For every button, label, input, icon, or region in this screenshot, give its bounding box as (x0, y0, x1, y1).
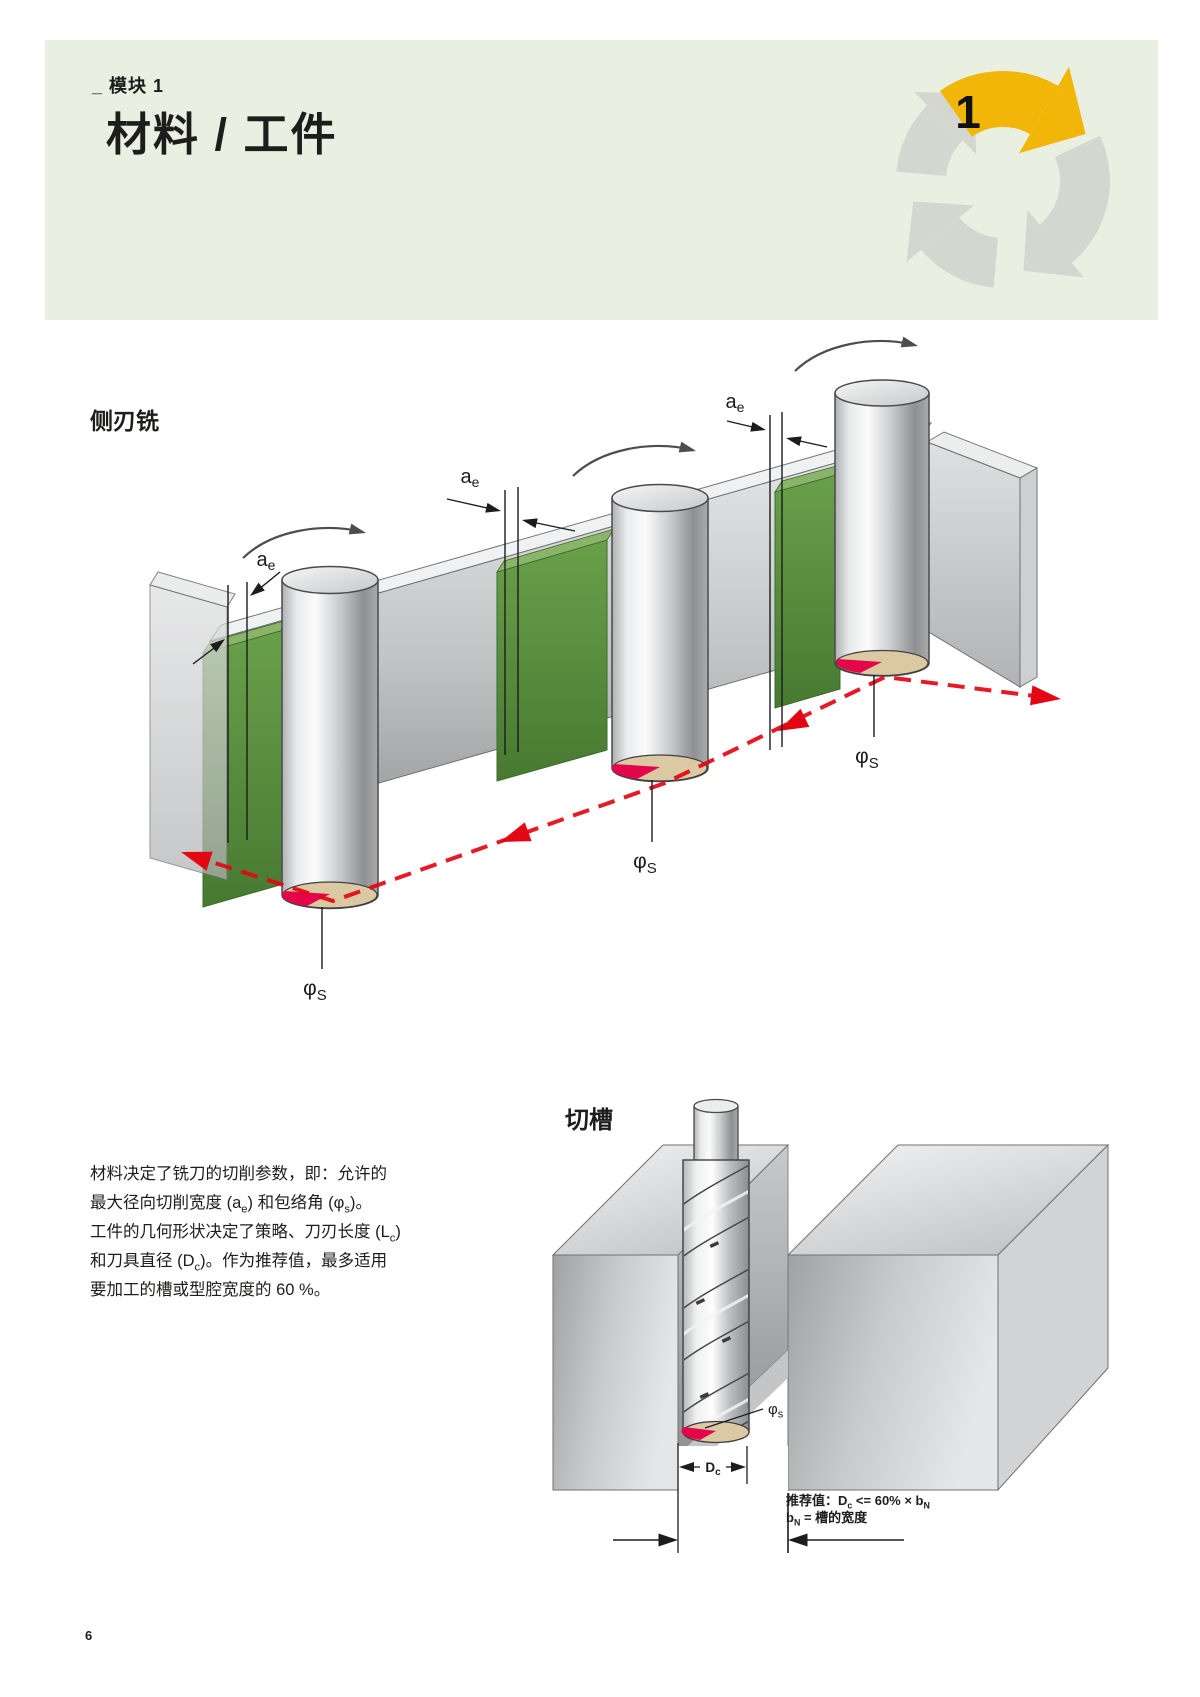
recommendation-line: 推荐值：Dc <= 60% × bN (786, 1493, 930, 1511)
removal-panel-right (774, 462, 848, 709)
slotting-figure: φs Dc (551, 1098, 1110, 1553)
recommendation-note: 推荐值：Dc <= 60% × bN bN = 槽的宽度 (786, 1492, 930, 1528)
ae-label: ae (257, 549, 276, 573)
ae-dimension-middle: ae (446, 466, 576, 755)
cycle-step-number: 1 (955, 86, 981, 138)
ae-dimension-left: ae (192, 549, 281, 843)
phi-s-label: φS (633, 850, 657, 877)
phi-s-annotation: φs (704, 1401, 784, 1429)
phi-s-label: φS (855, 745, 879, 772)
paragraph-line: 要加工的槽或型腔宽度的 60 %。 (90, 1281, 331, 1299)
phi-s-label: φS (303, 977, 327, 1000)
engagement-arc-bottoms (281, 649, 929, 909)
ae-label: ae (726, 391, 745, 415)
module-label: _ 模块 1 (92, 76, 165, 96)
milling-cutter-middle (611, 483, 709, 783)
cutter-flutes (684, 1164, 748, 1431)
phi-angle-labels: φS φS φS (303, 675, 879, 1000)
ae-label: ae (461, 466, 480, 490)
dc-dimension: Dc (677, 1443, 748, 1553)
rotation-arrow-icons (242, 336, 920, 559)
milling-cutter-right (834, 379, 930, 677)
removal-panel-middle (496, 528, 615, 782)
paragraph-line: 工件的几何形状决定了策略、刀刃长度 (Lc) (90, 1223, 401, 1245)
paragraph-line: 和刀具直径 (Dc)。作为推荐值，最多适用 (90, 1252, 388, 1274)
recommendation-line: bN = 槽的宽度 (786, 1510, 868, 1528)
workpiece-block-right (786, 1143, 1110, 1492)
slotting-figure-label: 切槽 (565, 1107, 613, 1134)
paragraph-line: 最大径向切削宽度 (ae) 和包络角 (φs)。 (90, 1194, 372, 1216)
paragraph-line: 材料决定了铣刀的切削参数，即：允许的 (90, 1165, 387, 1183)
dc-label: Dc (705, 1460, 721, 1478)
end-mill-cutter (681, 1098, 750, 1444)
ae-dimension-right: ae (726, 391, 828, 750)
side-milling-figure: ae ae ae φS φS φS (149, 336, 1063, 1000)
page-number: 6 (85, 1628, 93, 1643)
bn-dimension (613, 1493, 904, 1553)
cycle-gray-arrows-icon (896, 91, 1110, 288)
left-return-slab (149, 571, 236, 881)
milling-cutter-left (281, 565, 379, 910)
phi-s-label: φs (768, 1401, 784, 1421)
page-title: 材料 / 工件 (106, 109, 338, 160)
cycle-step1-arrow-icon: 1 (939, 66, 1086, 154)
feed-path-arrow-icon (177, 674, 1063, 904)
cycle-diagram-icon: 1 (896, 66, 1110, 288)
body-paragraph: 材料决定了铣刀的切削参数，即：允许的 最大径向切削宽度 (ae) 和包络角 (φ… (90, 1160, 510, 1305)
side-milling-figure-label: 侧刃铣 (90, 408, 159, 434)
engagement-arc-wedge (681, 1427, 716, 1440)
